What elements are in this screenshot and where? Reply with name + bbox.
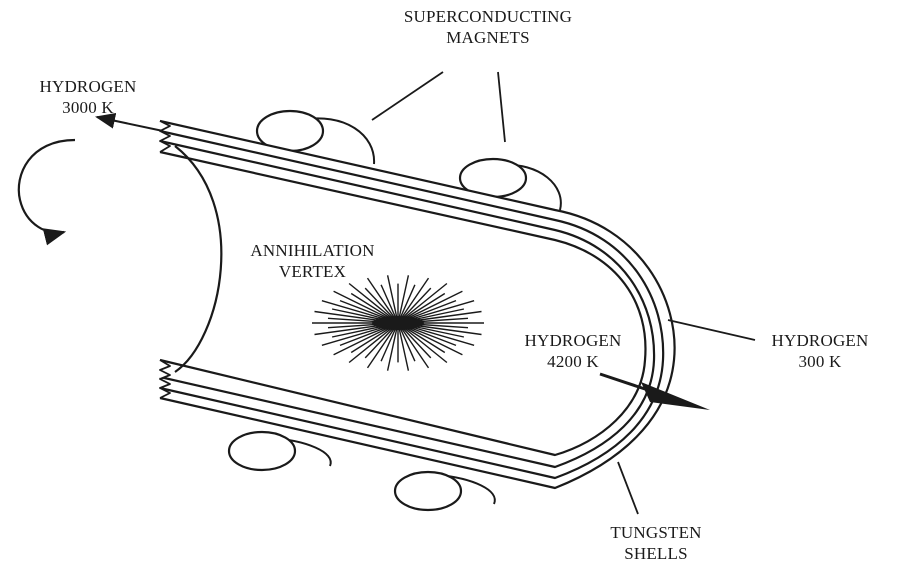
starburst-ray [397, 277, 430, 324]
hydrogen-inlet-arrow [95, 112, 164, 132]
magnets-pointer-left [371, 71, 444, 121]
cold-hydrogen-pointer [667, 319, 756, 341]
cold-hydrogen-label: HYDROGEN 300 K [771, 331, 869, 371]
starburst-ray [386, 322, 399, 371]
starburst-ray [397, 322, 410, 371]
annihilation-vertex-label: ANNIHILATION VERTEX [250, 241, 375, 281]
hot-hydrogen-exhaust-arrow [599, 372, 710, 410]
starburst-ray [397, 275, 410, 324]
starburst-ray [397, 322, 430, 369]
superconducting-magnets-label: SUPERCONDUCTING MAGNETS [403, 7, 573, 47]
chamber-opening [174, 145, 223, 373]
tungsten-shells-label: TUNGSTEN SHELLS [610, 523, 702, 563]
annihilation-vertex-core [372, 316, 424, 330]
superconducting-magnet-bottom-right [393, 470, 496, 512]
starburst-ray [386, 275, 399, 324]
magnets-pointer-right [497, 71, 506, 143]
hydrogen-inlet-label: HYDROGEN 3000 K [39, 77, 137, 117]
superconducting-magnet-bottom-left [227, 430, 332, 472]
hot-hydrogen-label: HYDROGEN 4200 K [524, 331, 622, 371]
starburst-ray [366, 277, 399, 324]
tungsten-shells [159, 119, 676, 490]
shells-pointer [617, 461, 639, 515]
circulation-arrow [17, 138, 76, 246]
starburst-ray [366, 322, 399, 369]
